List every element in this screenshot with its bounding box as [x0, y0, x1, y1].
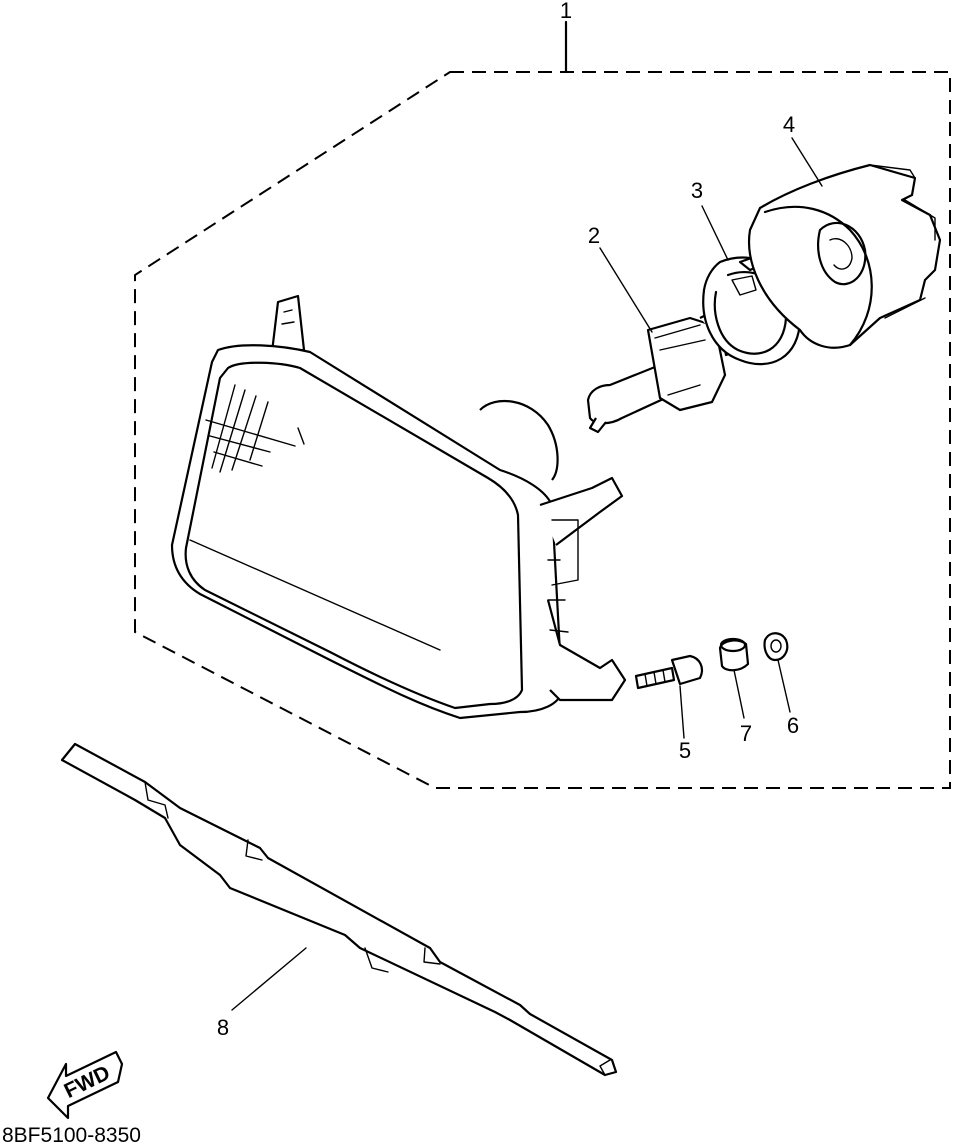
callout-7: 7: [740, 721, 752, 746]
collar: [718, 637, 750, 672]
fwd-arrow-icon: FWD: [46, 1050, 124, 1120]
headlight-stay: [60, 742, 618, 1077]
assembly-boundary: [134, 20, 951, 789]
callout-3: 3: [691, 178, 703, 203]
socket-cover: [748, 163, 942, 349]
leader-lines: [231, 137, 823, 1011]
callout-2: 2: [588, 223, 600, 248]
callout-4: 4: [783, 112, 795, 137]
headlight-unit: [170, 294, 627, 720]
nut: [763, 632, 789, 662]
diagram-code: 8BF5100-8350: [2, 1124, 141, 1146]
callout-1: 1: [560, 0, 572, 23]
callout-6: 6: [787, 713, 799, 738]
callout-8: 8: [217, 1015, 229, 1040]
callout-5: 5: [679, 738, 691, 763]
adjusting-screw: [634, 654, 704, 690]
lens-reflection: [189, 384, 441, 651]
